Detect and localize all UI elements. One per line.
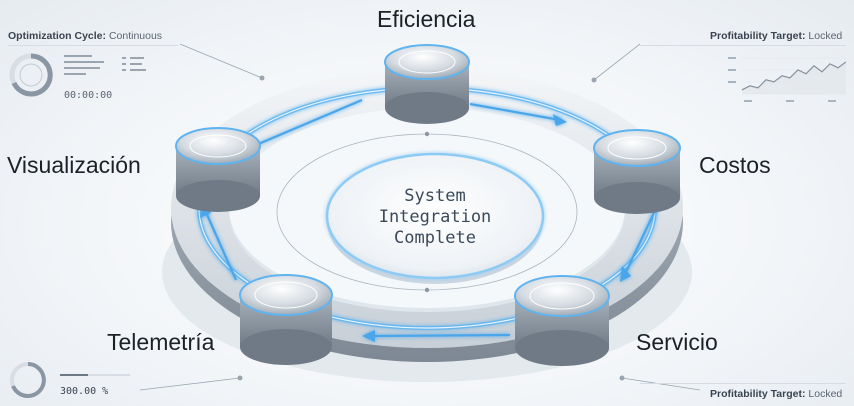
center-line-3: Complete: [394, 228, 476, 248]
optimization-cycle-key: Optimization Cycle:: [8, 30, 107, 42]
optimization-cycle-label: Optimization Cycle: Continuous: [8, 30, 162, 42]
top-left-divider: [8, 45, 178, 46]
node-servicio[interactable]: [514, 275, 610, 366]
label-visualizacion: Visualización: [7, 152, 141, 178]
readout-gauge-icon: [10, 362, 46, 398]
label-servicio: Servicio: [636, 329, 718, 355]
center-line-2: Integration: [378, 207, 492, 227]
profitability-target-bottom-value: Locked: [808, 388, 843, 400]
profitability-target-bottom: Profitability Target: Locked: [710, 388, 842, 400]
center-status: System Integration Complete: [360, 186, 510, 249]
node-eficiencia[interactable]: [384, 44, 470, 124]
readout-value: 300.00 %: [60, 386, 109, 397]
profitability-target-top: Profitability Target: Locked: [710, 30, 842, 42]
cycle-timer: 00:00:00: [64, 90, 113, 101]
readout-bar-fill: [60, 374, 88, 376]
profitability-target-top-key: Profitability Target:: [710, 30, 806, 42]
top-right-divider: [640, 45, 846, 46]
bottom-right-divider: [640, 383, 846, 384]
label-telemetria: Telemetría: [107, 329, 215, 355]
node-telemetria[interactable]: [239, 274, 333, 365]
center-line-1: System: [404, 186, 466, 206]
cycle-gauge-icon: [9, 53, 53, 97]
optimization-cycle-value: Continuous: [108, 30, 163, 42]
label-eficiencia: Eficiencia: [377, 6, 476, 32]
node-costos[interactable]: [593, 129, 681, 214]
profitability-target-top-value: Locked: [808, 30, 843, 42]
readout-bar: [60, 374, 130, 376]
cycle-stats-bars: [64, 55, 146, 75]
profitability-target-bottom-key: Profitability Target:: [710, 388, 806, 400]
label-costos: Costos: [699, 152, 771, 178]
profitability-sparkline: [728, 57, 846, 102]
node-visualizacion[interactable]: [175, 127, 261, 212]
